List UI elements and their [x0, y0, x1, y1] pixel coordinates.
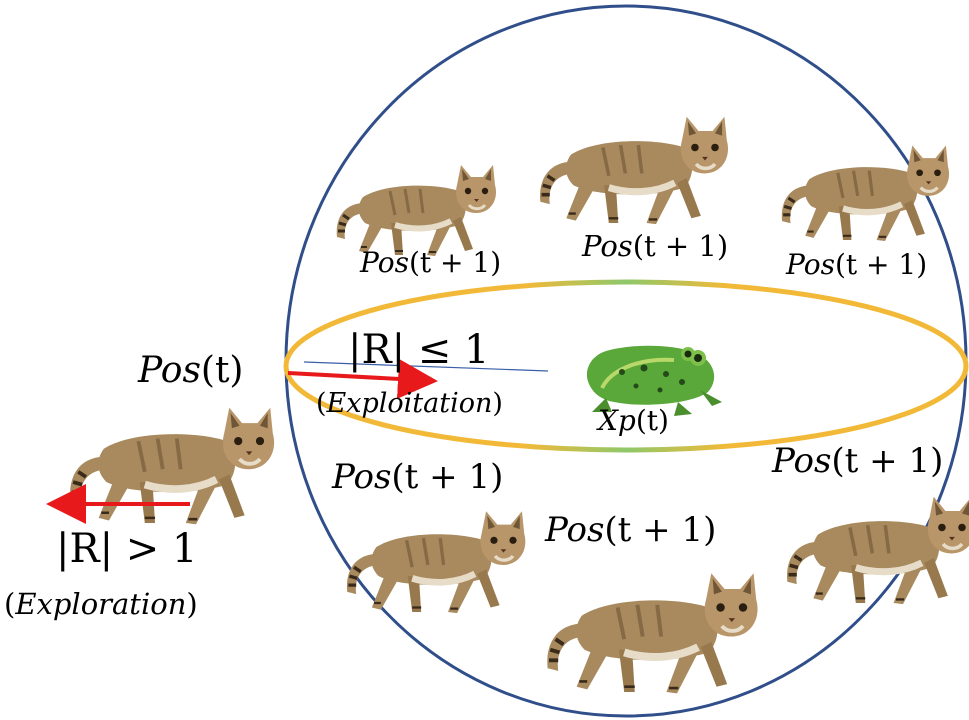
sand-cat-icon: [547, 573, 757, 693]
exploitation-condition-label: |R| ≤ 1: [348, 327, 489, 373]
next-position-label: Pos(t + 1): [771, 441, 943, 481]
sand-cat-icon: [337, 165, 496, 256]
next-position-label: Pos(t + 1): [331, 457, 503, 497]
exploitation-phase-label: (Exploitation): [316, 388, 503, 419]
pos-name: Pos: [137, 350, 201, 391]
exploration-condition-label: |R| > 1: [56, 526, 197, 572]
sand-cat-icon: [787, 497, 969, 604]
exploration-phase-label: (Exploration): [4, 587, 198, 621]
sand-cat-icon: [782, 146, 949, 242]
pos-arg: (t): [201, 350, 244, 391]
current-position-label: Pos(t): [137, 350, 243, 391]
exploitation-zone-ellipse: [283, 279, 969, 453]
prey-position-label: Xp(t): [596, 404, 669, 437]
sand-cat-icon: [540, 117, 728, 224]
next-position-label: Pos(t + 1): [785, 248, 927, 281]
exploitation-arrow: [287, 358, 438, 399]
next-position-label: Pos(t + 1): [544, 510, 716, 550]
next-position-label: Pos(t + 1): [581, 229, 728, 263]
sand-cat-icon: [70, 408, 274, 524]
next-position-label: Pos(t + 1): [359, 246, 501, 279]
